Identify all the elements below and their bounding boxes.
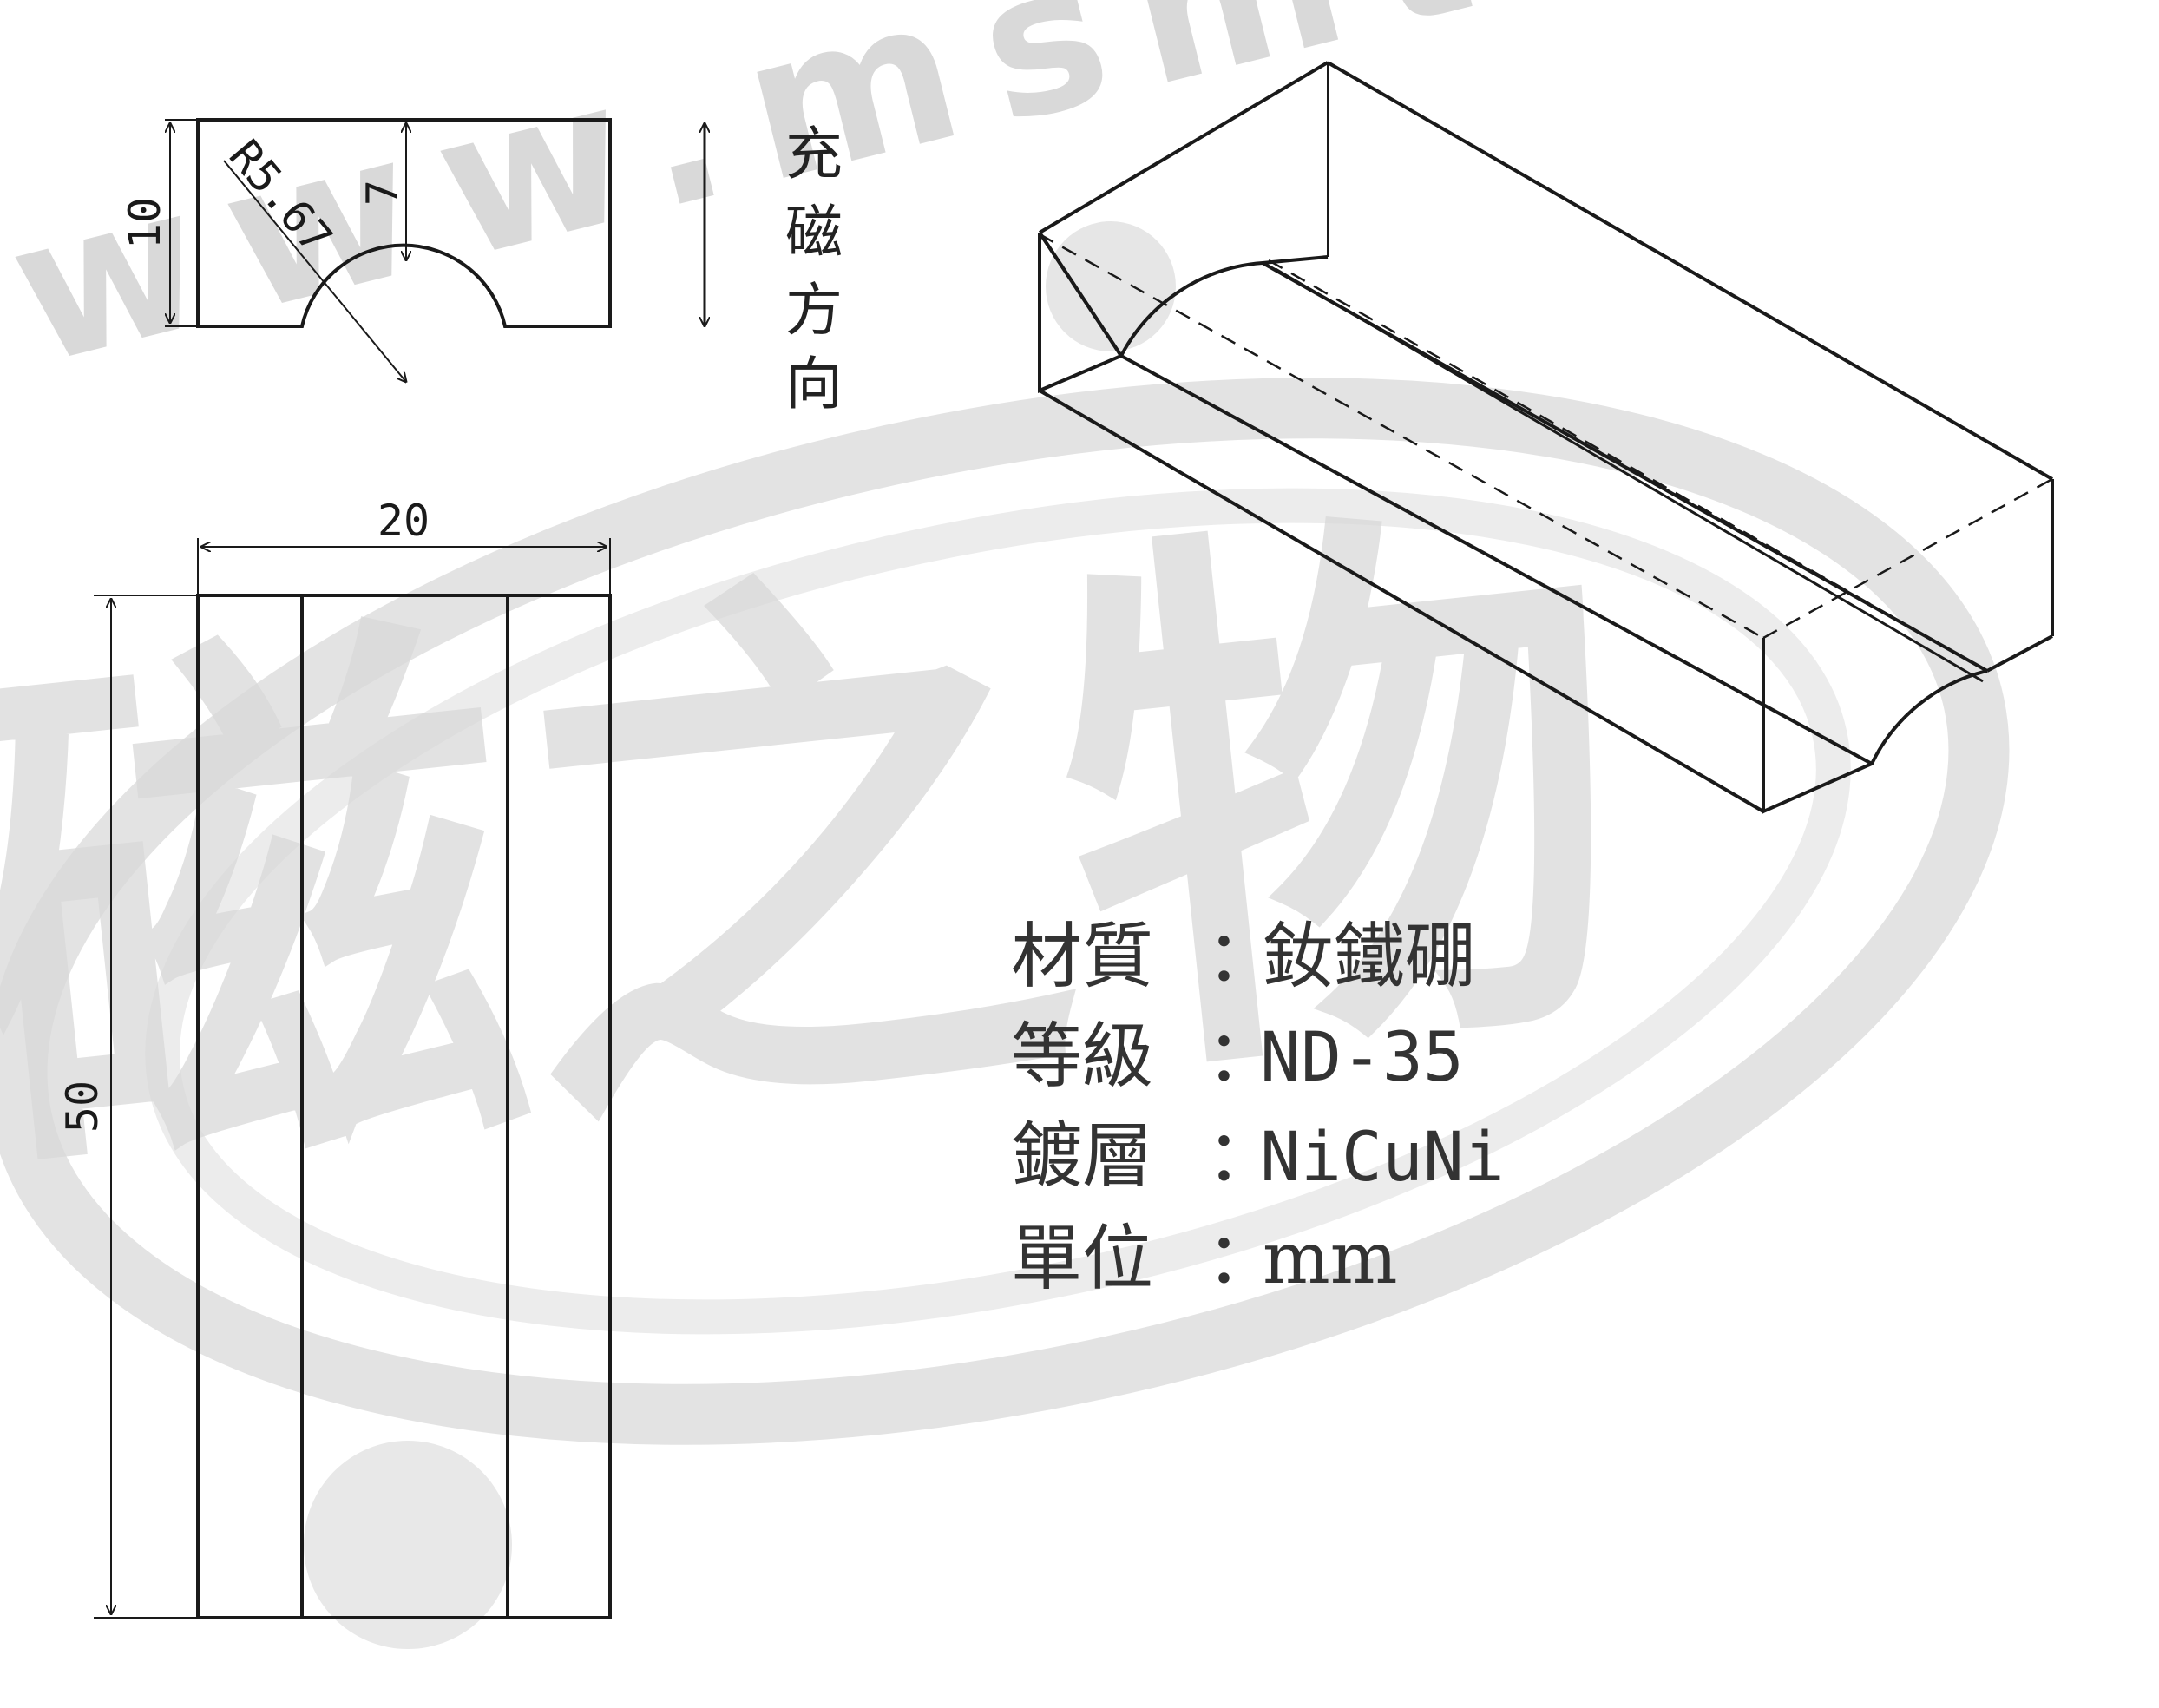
spec-unit-label: 單位 bbox=[1011, 1218, 1153, 1300]
top-width-label: 20 bbox=[377, 496, 430, 546]
magnetization-char-3: 方 bbox=[785, 277, 843, 344]
spec-colon: ： bbox=[1206, 1115, 1277, 1198]
watermark-ring bbox=[0, 378, 2010, 1445]
spec-grade-value: ND-35 bbox=[1260, 1019, 1464, 1097]
spec-colon: ： bbox=[1206, 1218, 1277, 1300]
magnetization-direction: 充 磁 方 向 bbox=[705, 121, 843, 417]
iso-top-edge-right bbox=[1327, 61, 2053, 481]
isometric-view bbox=[1038, 61, 2054, 815]
iso-right-top-edge bbox=[1986, 634, 2053, 673]
front-height-label: 10 bbox=[120, 197, 170, 249]
spec-unit-value: mm bbox=[1263, 1218, 1398, 1300]
iso-channel-edge-left bbox=[1120, 354, 1873, 765]
specifications: 材質 ： 釹鐵硼 等級 ： ND-35 鍍層 ： NiCuNi 單位 ： mm bbox=[1011, 916, 1505, 1300]
watermark-sphere-bottom bbox=[304, 1441, 512, 1649]
iso-bottom-edge bbox=[1038, 389, 1765, 813]
spec-colon: ： bbox=[1206, 1015, 1277, 1098]
watermark-ring-inner bbox=[145, 488, 1851, 1335]
spec-material-value: 釹鐵硼 bbox=[1263, 916, 1476, 998]
magnetization-char-4: 向 bbox=[785, 351, 843, 417]
spec-colon: ： bbox=[1206, 916, 1277, 998]
iso-left-end-face bbox=[1038, 233, 1329, 394]
magnetization-char-1: 充 bbox=[785, 121, 843, 187]
spec-plating-value: NiCuNi bbox=[1260, 1119, 1505, 1197]
top-view: 20 50 bbox=[57, 496, 612, 1619]
top-length-label: 50 bbox=[57, 1081, 108, 1133]
watermark-sphere bbox=[1046, 221, 1176, 351]
front-depth-label: 7 bbox=[358, 180, 408, 206]
magnetization-char-2: 磁 bbox=[785, 199, 843, 266]
spec-grade-label: 等級 bbox=[1011, 1015, 1153, 1098]
iso-top-edge-back bbox=[1038, 61, 1329, 234]
iso-right-end-face bbox=[1762, 638, 1988, 815]
top-view-outline bbox=[196, 594, 612, 1619]
spec-material-label: 材質 bbox=[1011, 916, 1153, 998]
radius-leader bbox=[223, 160, 406, 382]
spec-plating-label: 鍍層 bbox=[1011, 1115, 1153, 1198]
watermark-url: www.msmt.com.tw bbox=[0, 0, 2159, 411]
watermark: www.msmt.com.tw 磁之物 bbox=[0, 0, 2159, 1649]
